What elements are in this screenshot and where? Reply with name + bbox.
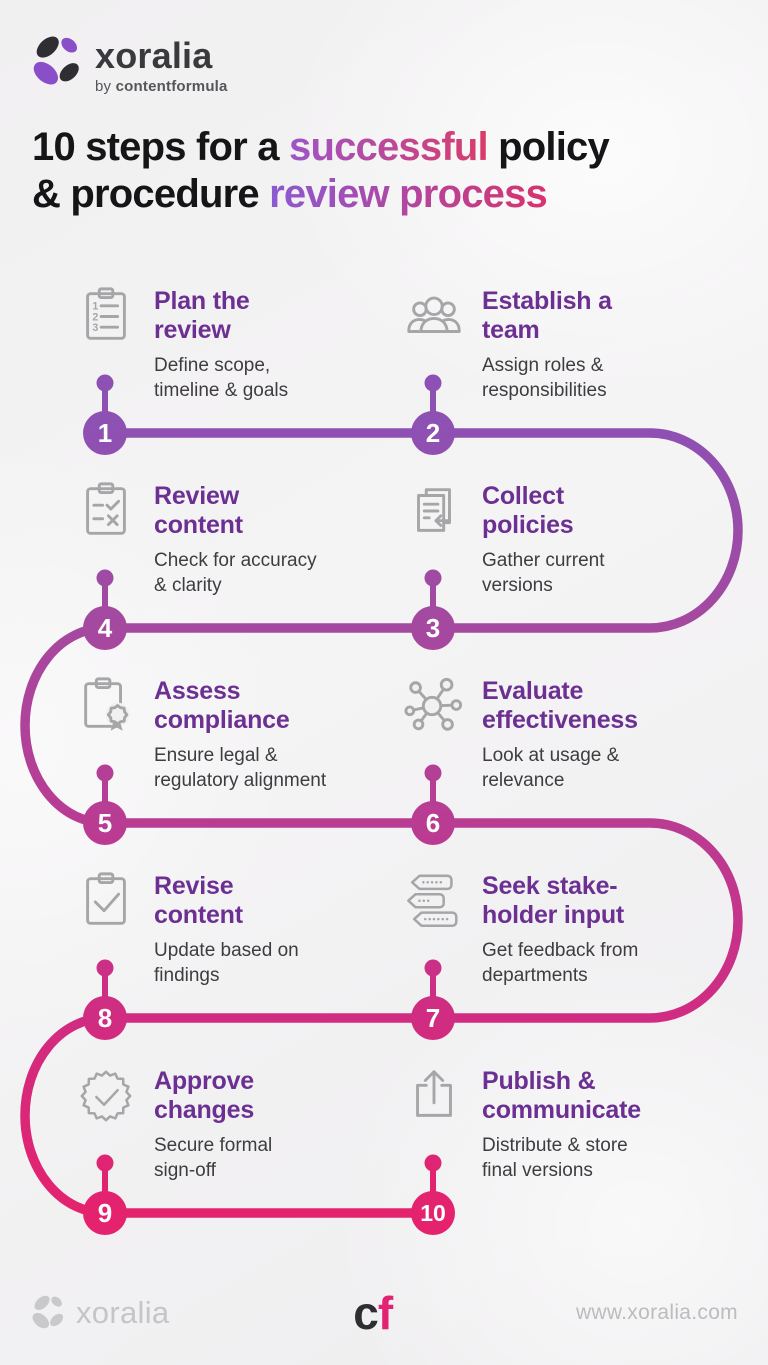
step-title: Evaluate effectiveness — [482, 677, 638, 734]
share-upload-icon — [403, 1065, 465, 1127]
step-description: Define scope, timeline & goals — [154, 355, 289, 402]
step-number: 4 — [98, 613, 113, 643]
step-description: Gather current versions — [482, 550, 605, 597]
step-4-review-content: Review content Check for accuracy & clar… — [75, 480, 405, 598]
step-node-1: 1 — [83, 374, 127, 455]
step-7-seek-stakeholder-input: Seek stake- holder input Get feedback fr… — [403, 870, 748, 988]
step-3-collect-policies: Collect policies Gather current versions — [403, 480, 748, 598]
xoralia-logo: xoralia by contentformula — [30, 28, 228, 96]
snake-connector-line — [20, 428, 743, 1218]
step-title: Review content — [154, 482, 243, 539]
svg-text:1: 1 — [92, 301, 98, 313]
svg-text:3: 3 — [92, 322, 98, 334]
step-node-4: 4 — [83, 569, 127, 650]
step-number: 6 — [426, 808, 440, 838]
step-description: Get feedback from departments — [482, 940, 639, 987]
contentformula-cf-logo: cf — [353, 1287, 393, 1339]
step-10-publish-communicate: Publish & communicate Distribute & store… — [403, 1065, 748, 1183]
clipboard-tick-icon — [75, 870, 137, 932]
step-description: Secure formal sign-off — [154, 1135, 273, 1182]
website-link[interactable]: www.xoralia.com — [575, 1301, 738, 1324]
team-people-icon — [403, 285, 465, 347]
svg-text:2: 2 — [92, 311, 98, 323]
step-1-plan-the-review: 1 2 3 Plan the review Define scope, time… — [75, 285, 405, 403]
step-description: Update based on findings — [154, 940, 299, 987]
step-description: Distribute & store final versions — [482, 1135, 628, 1182]
step-title: Publish & communicate — [482, 1067, 641, 1124]
brand-wordmark: xoralia — [95, 35, 213, 76]
title-line-2: & procedure review process — [32, 172, 548, 217]
clipboard-badge-icon — [75, 675, 137, 737]
brand-byline: by contentformula — [95, 77, 228, 95]
step-9-approve-changes: Approve changes Secure formal sign-off — [75, 1065, 405, 1183]
step-number: 7 — [426, 1003, 440, 1033]
documents-collect-icon — [403, 480, 465, 542]
step-title: Revise content — [154, 872, 243, 929]
step-title: Assess compliance — [154, 677, 290, 734]
step-node-8: 8 — [83, 959, 127, 1040]
step-number: 8 — [98, 1003, 112, 1033]
footer-wordmark: xoralia — [76, 1295, 170, 1330]
step-title: Plan the review — [154, 287, 250, 344]
step-description: Assign roles & responsibilities — [482, 355, 607, 402]
title-highlight-successful: successful — [289, 125, 489, 169]
step-node-6: 6 — [411, 764, 455, 845]
page-title: 10 steps for a successful policy & proce… — [32, 124, 748, 218]
title-highlight-review-process: review process — [269, 172, 548, 217]
step-number: 3 — [426, 613, 440, 643]
step-title: Collect policies — [482, 482, 574, 539]
clipboard-check-cross-icon — [75, 480, 137, 542]
step-title: Seek stake- holder input — [482, 872, 625, 929]
step-6-evaluate-effectiveness: Evaluate effectiveness Look at usage & r… — [403, 675, 748, 793]
xoralia-flower-icon — [33, 36, 79, 85]
xoralia-flower-icon-gray — [32, 1295, 64, 1329]
step-number: 9 — [98, 1198, 112, 1228]
step-title: Approve changes — [154, 1067, 255, 1124]
step-number: 1 — [98, 418, 112, 448]
step-5-assess-compliance: Assess compliance Ensure legal & regulat… — [75, 675, 405, 793]
step-title: Establish a team — [482, 287, 612, 344]
footer-xoralia-logo: xoralia — [30, 1291, 169, 1335]
step-number: 5 — [98, 808, 112, 838]
step-8-revise-content: Revise content Update based on findings — [75, 870, 405, 988]
step-node-5: 5 — [83, 764, 127, 845]
step-description: Ensure legal & regulatory alignment — [154, 745, 327, 792]
step-node-9: 9 — [83, 1154, 127, 1235]
step-description: Look at usage & relevance — [482, 745, 620, 792]
step-2-establish-a-team: Establish a team Assign roles & responsi… — [403, 285, 748, 403]
footer: xoralia cf www.xoralia.com — [0, 1280, 768, 1346]
step-number: 2 — [426, 418, 440, 448]
chat-bubbles-icon — [403, 870, 465, 932]
step-number: 10 — [420, 1200, 446, 1226]
seal-check-icon — [75, 1065, 137, 1127]
step-description: Check for accuracy & clarity — [154, 550, 317, 597]
step-node-3: 3 — [411, 569, 455, 650]
network-hub-icon — [403, 675, 465, 737]
title-line-1: 10 steps for a successful policy — [32, 125, 610, 169]
checklist-clipboard-icon: 1 2 3 — [75, 285, 137, 347]
